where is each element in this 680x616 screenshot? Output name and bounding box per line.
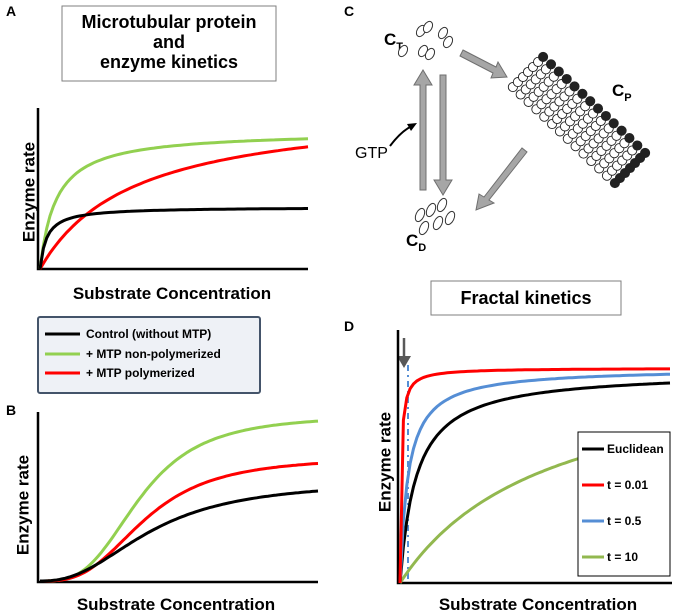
y-axis-label-d: Enzyme rate (375, 412, 394, 512)
microtubule-subunit (585, 96, 596, 107)
panel-d: Fractal kinetics D Euclidean t = 0.01 t … (344, 280, 672, 614)
tubulin-dimers-ct (397, 20, 454, 61)
microtubule-subunit (538, 51, 549, 62)
title-d: Fractal kinetics (460, 288, 591, 308)
arrow-up-polymerize (413, 69, 433, 191)
y-axis-label-b: Enzyme rate (13, 455, 32, 555)
panel-c: C CT CP CD (344, 3, 651, 254)
arrow-to-polymer (459, 49, 508, 79)
x-axis-label-d: Substrate Concentration (439, 595, 637, 614)
legend-d-box (577, 431, 671, 577)
axes-b (36, 412, 318, 584)
axes-d (396, 330, 672, 585)
marker-arrow-d (397, 338, 411, 368)
microtubule-subunit (569, 81, 580, 92)
microtubule-subunit (608, 118, 619, 129)
arrow-down-depolymerize (433, 74, 453, 196)
legend-d-label-t10: t = 10 (607, 550, 638, 564)
microtubule-subunit (632, 140, 643, 151)
legend-ab-label-poly: + MTP polymerized (86, 366, 195, 380)
microtubule-subunit (600, 110, 611, 122)
microtubule-subunit (553, 66, 564, 77)
microtubule-subunit (616, 125, 627, 136)
panel-label-b: B (6, 402, 16, 418)
legend-d-label-t05: t = 0.5 (607, 514, 642, 528)
curve-a-black (38, 207, 308, 270)
panel-label-c: C (344, 3, 354, 19)
arrow-to-dimers (475, 147, 528, 211)
title-line-2: and (153, 32, 185, 52)
legend-ab-label-control: Control (without MTP) (86, 327, 211, 341)
curve-d-black (398, 381, 671, 584)
label-cp: CP (612, 81, 632, 104)
x-axis-label-a: Substrate Concentration (73, 284, 271, 303)
gtp-arrow-head (407, 123, 417, 131)
microtubule-subunit (577, 88, 588, 99)
curve-b-black (40, 489, 319, 583)
panel-label-d: D (344, 318, 354, 334)
microtubule-subunit (640, 147, 651, 158)
title-line-3: enzyme kinetics (100, 52, 238, 72)
label-gtp: GTP (355, 145, 388, 162)
title-box-d (430, 280, 622, 316)
curve-a-green (38, 137, 309, 270)
panel-a: A Microtubular protein and enzyme kineti… (6, 3, 309, 303)
tubulin-dimers-cd (414, 197, 456, 236)
curve-d-blue (398, 372, 670, 584)
title-box-a (61, 5, 277, 82)
axes-a (36, 108, 308, 271)
panel-label-a: A (6, 3, 16, 19)
legend-ab-label-nonpoly: + MTP non-polymerized (86, 347, 221, 361)
legend-ab-box (37, 316, 261, 394)
microtubule-polymer (507, 51, 651, 189)
microtubule-subunit (624, 133, 635, 144)
legend-d-label-t001: t = 0.01 (607, 478, 648, 492)
microtubule-subunit (592, 103, 604, 114)
label-cd: CD (406, 231, 426, 254)
curve-b-red (40, 462, 319, 583)
title-line-1: Microtubular protein (82, 12, 257, 32)
y-axis-label-a: Enzyme rate (19, 142, 38, 242)
microtubule-subunit (561, 73, 572, 85)
microtubule-subunit (545, 59, 557, 70)
legend-d-label-euclidean: Euclidean (607, 442, 664, 456)
curve-b-green (40, 419, 319, 583)
panel-b: B Enzyme rate Substrate Concentration (6, 402, 319, 614)
x-axis-label-b: Substrate Concentration (77, 595, 275, 614)
label-ct: CT (384, 30, 403, 53)
legend-ab: Control (without MTP) + MTP non-polymeri… (37, 316, 261, 394)
curve-d-red (398, 367, 670, 584)
